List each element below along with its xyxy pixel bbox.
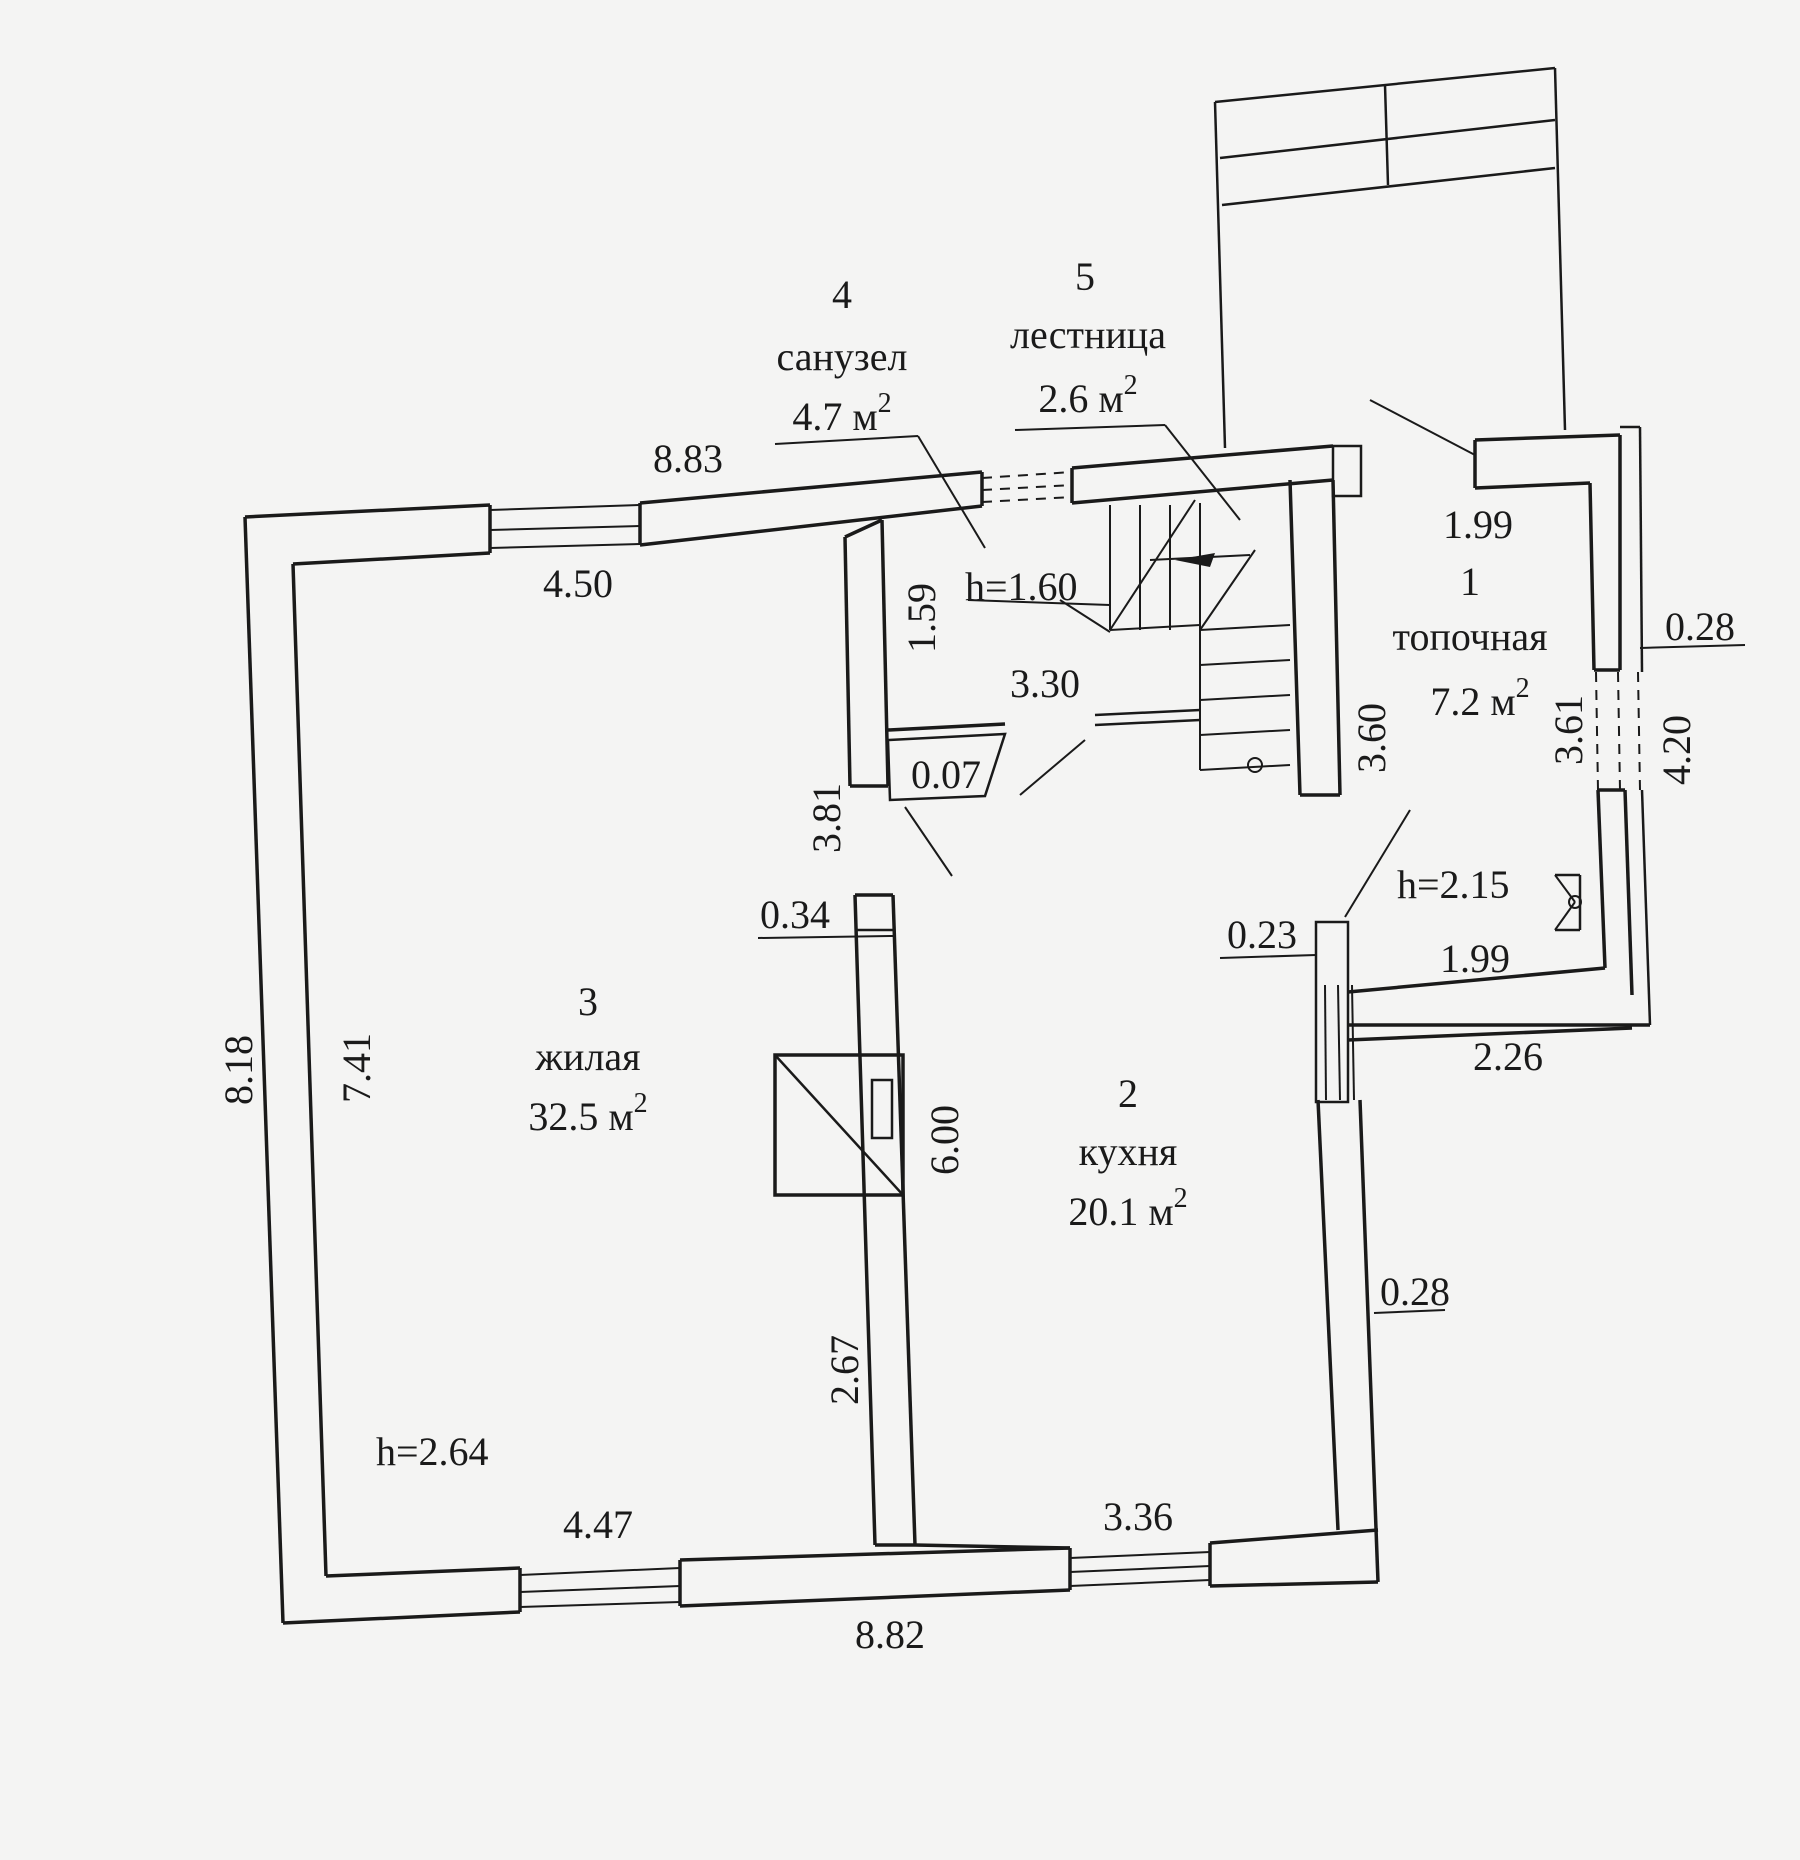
boiler-room-walls <box>1213 66 1652 1042</box>
dim-boiler-outer: 4.20 <box>1654 715 1699 785</box>
svg-text:1: 1 <box>1460 559 1480 604</box>
svg-text:жилая: жилая <box>534 1034 640 1079</box>
svg-text:санузел: санузел <box>777 334 908 379</box>
dim-top-living: 4.50 <box>543 561 613 606</box>
dim-bottom-total: 8.82 <box>855 1612 925 1657</box>
stove-icon <box>773 1053 905 1197</box>
room-label-3: 3 жилая 32.5 м2 <box>528 979 647 1139</box>
outer-walls <box>243 444 1380 1625</box>
room-label-1: 1 топочная 7.2 м2 <box>1393 559 1548 724</box>
dim-partition-gap: 0.07 <box>911 752 981 797</box>
svg-text:32.5 м2: 32.5 м2 <box>528 1088 647 1139</box>
dim-boiler-outer-bottom: 2.26 <box>1473 1034 1543 1079</box>
dim-bottom-kitchen: 3.36 <box>1103 1494 1173 1539</box>
height-boiler: h=2.15 <box>1397 862 1510 907</box>
room-label-5: 5 лестница 2.6 м2 <box>1010 254 1166 421</box>
dim-boiler-bottom: 1.99 <box>1440 936 1510 981</box>
dim-lower-wall: 2.67 <box>822 1335 867 1405</box>
dim-stove-wall: 6.00 <box>922 1105 967 1175</box>
dim-bottom-living: 4.47 <box>563 1502 633 1547</box>
svg-text:лестница: лестница <box>1010 312 1166 357</box>
svg-text:2: 2 <box>1118 1071 1138 1116</box>
dim-left-inner: 7.41 <box>334 1033 379 1103</box>
svg-text:3: 3 <box>578 979 598 1024</box>
dim-left-total: 8.18 <box>216 1035 261 1105</box>
dim-bath-depth: 1.59 <box>899 583 944 653</box>
svg-text:4: 4 <box>832 272 852 317</box>
dim-boiler-depth: 3.61 <box>1546 695 1591 765</box>
stair-icon <box>1059 499 1291 773</box>
svg-text:20.1 м2: 20.1 м2 <box>1068 1183 1187 1234</box>
dim-kitchen-right-wall: 0.28 <box>1380 1269 1450 1314</box>
room-label-2: 2 кухня 20.1 м2 <box>1068 1071 1187 1234</box>
dim-chimney-wall: 0.34 <box>760 892 830 937</box>
dim-stair-depth: 3.60 <box>1349 703 1394 773</box>
leader-lines <box>757 424 1746 1314</box>
dim-boiler-wall: 0.28 <box>1665 604 1735 649</box>
room-label-4: 4 санузел 4.7 м2 <box>777 272 908 439</box>
dim-corridor: 3.81 <box>804 783 849 853</box>
dim-stair-width: 3.30 <box>1010 661 1080 706</box>
dim-top-total: 8.83 <box>653 436 723 481</box>
dim-boiler-top: 1.99 <box>1443 502 1513 547</box>
boiler-icon <box>1554 874 1582 931</box>
svg-text:7.2 м2: 7.2 м2 <box>1430 673 1529 724</box>
svg-text:топочная: топочная <box>1393 614 1548 659</box>
interior-walls <box>773 479 1342 1550</box>
svg-text:5: 5 <box>1075 254 1095 299</box>
svg-text:кухня: кухня <box>1079 1129 1178 1174</box>
svg-text:2.6 м2: 2.6 м2 <box>1038 370 1137 421</box>
svg-text:4.7 м2: 4.7 м2 <box>792 388 891 439</box>
height-main: h=2.64 <box>376 1429 489 1474</box>
height-bath: h=1.60 <box>965 564 1078 609</box>
dim-kitchen-wall: 0.23 <box>1227 912 1297 957</box>
